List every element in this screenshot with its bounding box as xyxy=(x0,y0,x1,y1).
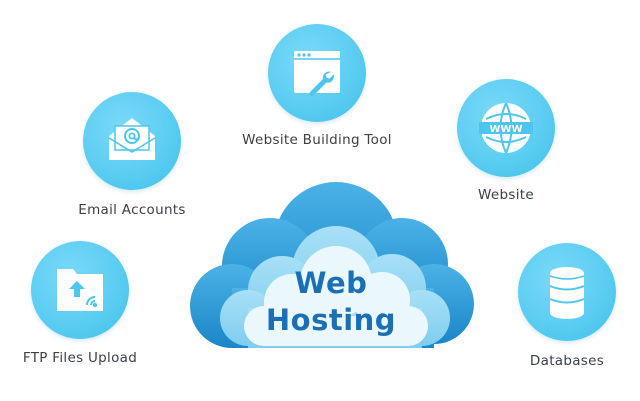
feature-databases: Databases xyxy=(487,243,640,369)
cloud-title-line2: Hosting xyxy=(265,303,397,337)
website-label: Website xyxy=(478,187,534,203)
website-circle: WWW xyxy=(457,79,555,177)
ftp-files-upload-circle xyxy=(31,241,129,339)
web-hosting-cloud: Web Hosting xyxy=(186,178,476,360)
website-building-tool-circle xyxy=(268,24,366,122)
cloud-title-line1: Web xyxy=(294,266,368,300)
feature-email-accounts: Email Accounts xyxy=(52,92,212,218)
databases-circle xyxy=(518,243,616,341)
database-icon xyxy=(549,267,585,319)
ftp-files-upload-label: FTP Files Upload xyxy=(22,350,138,366)
databases-label: Databases xyxy=(529,353,605,369)
cloud-icon xyxy=(190,182,474,348)
folder-upload-icon xyxy=(57,269,103,311)
envelope-at-icon xyxy=(108,118,156,160)
website-building-tool-label: Website Building Tool xyxy=(242,132,392,148)
email-accounts-circle xyxy=(83,92,181,190)
feature-ftp-files-upload: FTP Files Upload xyxy=(0,241,160,366)
feature-website: WWW Website xyxy=(426,79,586,203)
globe-www-icon: WWW xyxy=(479,102,533,154)
svg-text:WWW: WWW xyxy=(489,124,522,135)
feature-website-building-tool: Website Building Tool xyxy=(237,24,397,148)
browser-wrench-icon xyxy=(294,51,340,96)
email-accounts-label: Email Accounts xyxy=(78,202,186,218)
